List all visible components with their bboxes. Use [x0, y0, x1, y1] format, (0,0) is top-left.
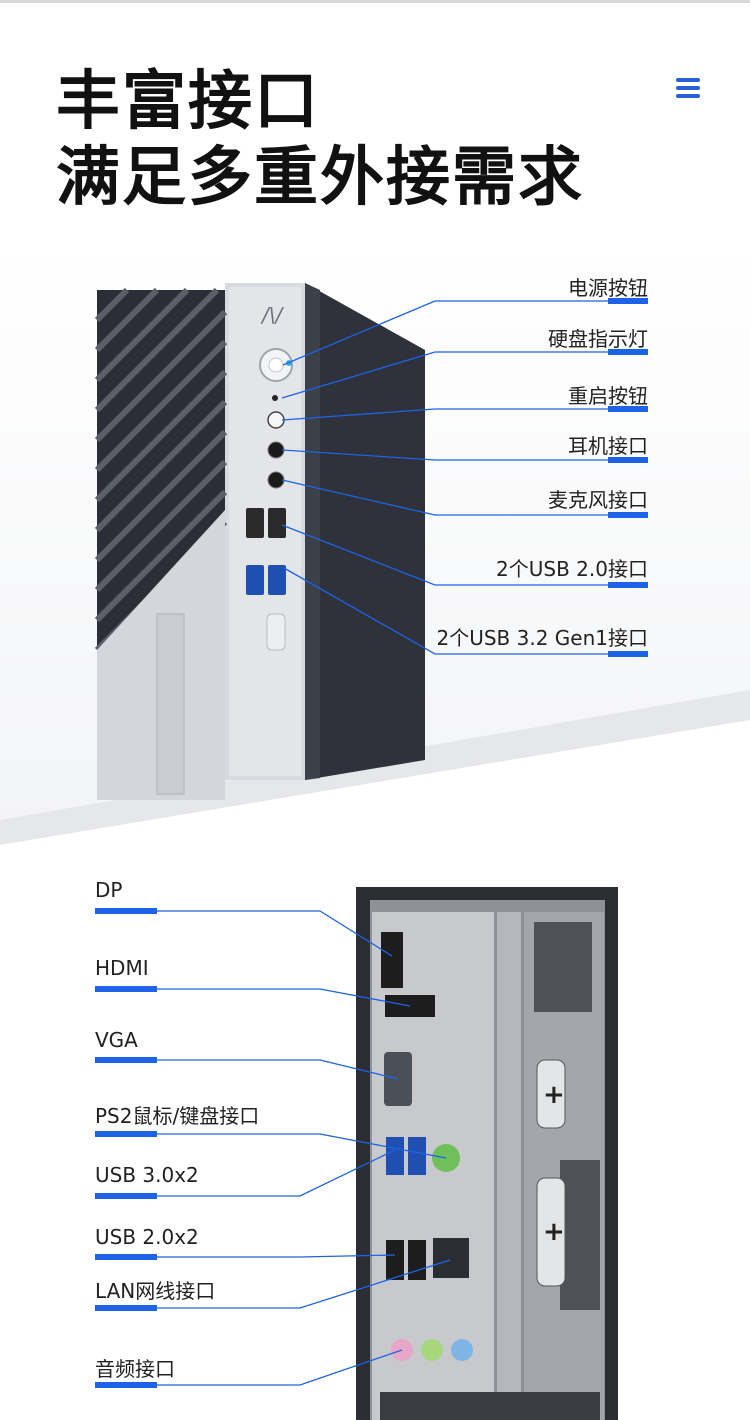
page-title-line2: 满足多重外接需求 [56, 141, 584, 215]
label-hdmi: HDMI [95, 956, 149, 980]
label-vga: VGA [95, 1028, 138, 1052]
front-pc-illustration: /\/ [94, 283, 425, 800]
label-ps2: PS2鼠标/键盘接口 [95, 1104, 260, 1128]
rear-pc-illustration: + + [356, 887, 618, 1420]
label-audio: 音频接口 [95, 1357, 175, 1381]
svg-text:/\/: /\/ [260, 303, 284, 327]
label-usb20-rear: USB 2.0x2 [95, 1225, 199, 1249]
label-dp: DP [95, 878, 123, 902]
page-title-line1: 丰富接口 [56, 65, 320, 139]
label-headphone-jack: 耳机接口 [568, 434, 648, 458]
label-power-button: 电源按钮 [568, 276, 648, 300]
svg-text:+: + [543, 1080, 565, 1110]
hamburger-menu-icon[interactable] [676, 78, 700, 98]
label-usb2-front: 2个USB 2.0接口 [496, 557, 648, 581]
label-reset-button: 重启按钮 [568, 384, 648, 408]
svg-text:+: + [543, 1217, 565, 1247]
label-lan: LAN网线接口 [95, 1279, 216, 1303]
label-usb32-front: 2个USB 3.2 Gen1接口 [436, 626, 648, 650]
label-microphone-jack: 麦克风接口 [548, 488, 648, 512]
label-usb30-rear: USB 3.0x2 [95, 1163, 199, 1187]
label-hdd-indicator: 硬盘指示灯 [548, 327, 648, 351]
top-divider [0, 0, 750, 3]
